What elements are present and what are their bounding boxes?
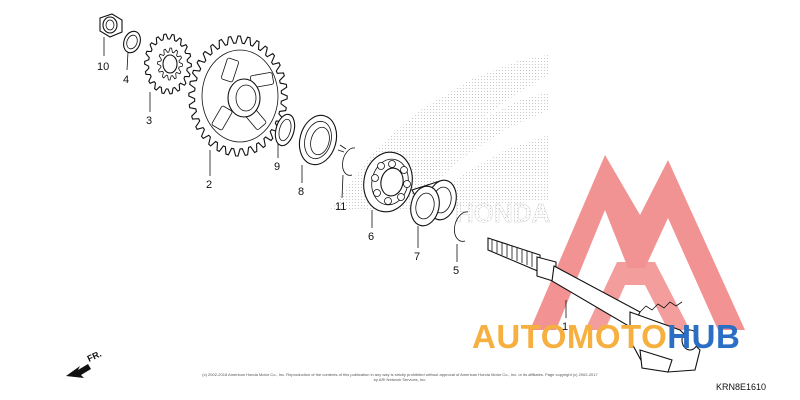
front-direction-arrow-icon: FR. (66, 349, 103, 378)
callout-4: 4 (123, 74, 129, 86)
callout-2: 2 (206, 179, 212, 191)
part-shaft (487, 237, 701, 373)
part-snap-ring-lower (454, 211, 469, 242)
part-seal (298, 114, 338, 166)
callout-5: 5 (453, 265, 459, 277)
part-bearing (363, 151, 413, 213)
callout-10: 10 (97, 61, 109, 73)
part-snap-ring-upper (337, 144, 356, 176)
part-nut (99, 13, 123, 38)
callout-labels: 10 4 3 2 9 8 11 6 7 5 1 (97, 61, 568, 333)
part-needle-bearing (410, 179, 457, 227)
leader-lines (103, 37, 567, 318)
callout-3: 3 (146, 115, 152, 127)
part-washer (123, 30, 141, 54)
callout-1: 1 (562, 321, 568, 333)
callout-11: 11 (335, 201, 346, 213)
watermark-logo (530, 155, 745, 330)
part-small-gear (144, 33, 192, 95)
part-large-gear (188, 35, 288, 157)
callout-9: 9 (274, 161, 280, 173)
watermark-text-orange: AUTOMOTO (472, 318, 667, 355)
callout-8: 8 (298, 186, 304, 198)
honda-background-text: HONDA (455, 198, 551, 228)
front-direction-label: FR. (86, 349, 103, 364)
svg-text:AUTOMOTOHUB: AUTOMOTOHUB (472, 318, 740, 355)
watermark-text-blue: HUB (667, 318, 740, 355)
diagram-code: KRN8E1610 (716, 382, 767, 392)
callout-7: 7 (414, 251, 420, 263)
copyright-notice: (c) 2002-2018 American Honda Motor Co., … (202, 372, 598, 382)
part-o-ring (274, 113, 296, 147)
callout-6: 6 (368, 231, 374, 243)
